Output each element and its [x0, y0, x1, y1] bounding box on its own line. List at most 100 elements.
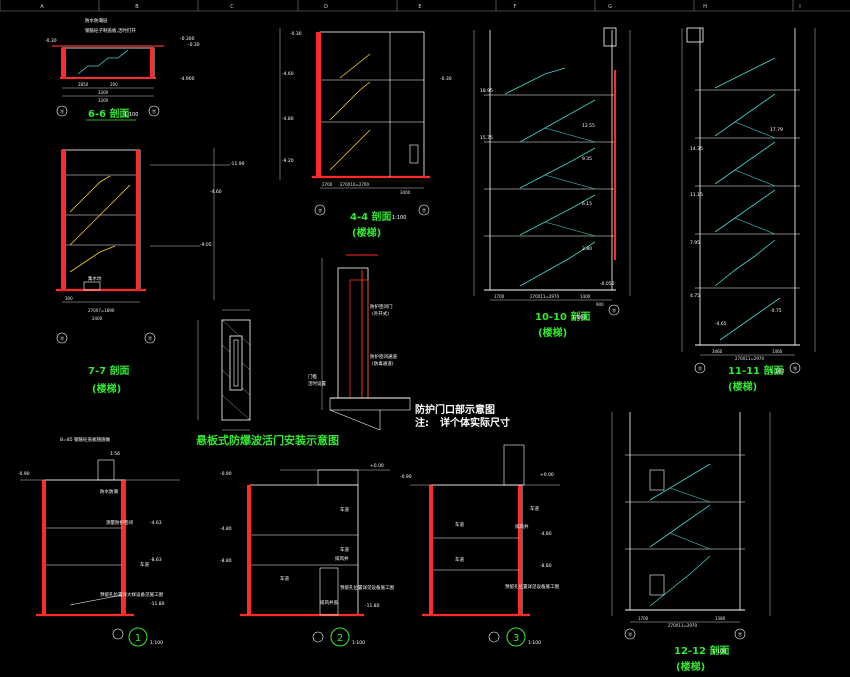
axis-bubble: ⑬: [698, 365, 703, 372]
dim: 1380: [715, 616, 726, 621]
detail-3: 车道 排风井 车道 车道 预留孔位置详见设备施工图 +0.00 -0.90 -4…: [400, 444, 560, 647]
d1-elev: -4.63: [150, 520, 162, 526]
d2-elev: +0.00: [370, 463, 384, 469]
elev: 4.75: [690, 293, 700, 299]
axis-bubble: ⑬: [628, 631, 633, 638]
section-title: 11-11 剖面: [728, 364, 783, 377]
gate-label: (外开式): [372, 310, 389, 317]
gate-label: 活时设置: [308, 380, 326, 387]
section-tag: (楼梯): [92, 382, 121, 395]
dim: 1460: [772, 349, 783, 354]
elev: 17.79: [770, 127, 783, 133]
d2-label: 预留孔位置详见设备施工图: [340, 584, 394, 591]
col-label: G: [608, 4, 612, 10]
dim: 1400: [580, 294, 591, 299]
d1-label: B=85 钢筋砼盖板随施做: [60, 436, 111, 443]
axis-bubble: ⑰: [152, 108, 157, 115]
dim: 2850: [78, 82, 89, 87]
axis-bubble: ⑮: [793, 365, 798, 372]
col-label: C: [230, 4, 234, 10]
d2-elev: -0.90: [220, 471, 232, 477]
d1-label: 预留孔位置详大样设备见施工图: [100, 591, 163, 598]
dim: 270X11=2970: [668, 623, 697, 628]
axis-bubble: ⑬: [60, 335, 65, 342]
d1-elev: -8.63: [150, 557, 162, 563]
elev: -0.30: [440, 76, 452, 82]
d2-label: 排风井: [335, 555, 349, 562]
elev: -9.20: [282, 158, 294, 164]
section-4-4: -0.30 -4.60 -4.80 -0.30 -9.20 2700 270X1…: [279, 28, 452, 239]
col-label: A: [40, 4, 44, 10]
dim: 3300: [98, 90, 109, 95]
section-title: 10-10 剖面: [535, 310, 590, 323]
section-10-10: 18.95 15.75 12.55 9.35 6.15 2.80 -0.050 …: [473, 27, 631, 339]
d3-label: 排风井: [515, 523, 529, 530]
d3-label: 车道: [455, 556, 464, 563]
axis-bubble: ⑬: [60, 108, 65, 115]
dim: 270X7=1890: [88, 308, 115, 313]
gate-note-body: 详个体实际尺寸: [440, 416, 510, 429]
section-tag: (楼梯): [352, 226, 381, 239]
dim: 1700: [638, 616, 649, 621]
detail-scale: 1:100: [352, 640, 365, 646]
d3-label: 车道: [455, 521, 464, 528]
section-tag: (楼梯): [538, 326, 567, 339]
d1-label: 防水防潮: [100, 488, 118, 495]
detail-caption: 悬板式防爆波活门安装示意图: [195, 433, 339, 447]
section-12-12: 1700 270X11=2970 1380 ⑬ ⑰ 12-12 剖面 1:100…: [611, 412, 771, 673]
elev: -4.900: [180, 76, 195, 82]
elev: -0.30: [290, 31, 302, 37]
d3-elev: +0.00: [540, 472, 554, 478]
elev: -0.30: [45, 38, 57, 44]
elev: -11.90: [230, 161, 245, 167]
section-scale: 1:100: [770, 369, 784, 375]
section-scale: 1:100: [712, 649, 726, 655]
axis-bubble: ⑰: [148, 335, 153, 342]
axis-bubble: ⑰: [738, 631, 743, 638]
section-scale: 1:100: [124, 112, 138, 118]
d1-elev: -0.90: [18, 471, 30, 477]
dim: 270X10=2700: [340, 182, 369, 187]
d1-label: 测量防护密闭: [106, 519, 133, 526]
d1-elev: 1.56: [110, 451, 120, 457]
gate-label: 防护密闭门: [370, 303, 393, 310]
col-label: D: [324, 4, 328, 10]
dim: 270X11=2970: [735, 356, 764, 361]
section-scale: 1:100: [392, 215, 406, 221]
detail-2: 车道 车道 排风井 车道 排风井盖 预留孔位置详见设备施工图 +0.00 -0.…: [220, 463, 394, 647]
d1-elev: -11.80: [150, 601, 165, 607]
elev: -0.75: [770, 308, 782, 314]
col-label: I: [799, 4, 800, 10]
detail-1: B=85 钢筋砼盖板随施做 防水防潮 测量防护密闭 车道 预留孔位置详大样设备见…: [18, 436, 180, 647]
blast-valve-detail: 悬板式防爆波活门安装示意图: [195, 309, 339, 447]
detail-scale: 1:100: [150, 640, 163, 646]
section-tag: (楼梯): [676, 660, 705, 673]
top-grid-ruler: A B C D E F G H I: [0, 0, 850, 12]
d2-label: 车道: [340, 546, 349, 553]
note-cover: 钢筋砼子制盖板,活时打开: [85, 27, 136, 34]
elev: 12.55: [582, 123, 595, 129]
d1-label: 车道: [140, 561, 149, 568]
detail-scale: 1:100: [528, 640, 541, 646]
protective-gate-detail: 防护密闭门 (外开式) 防护密闭通道 (防毒通道) 门槛 活时设置 防护门口部示…: [308, 254, 510, 431]
dim: 900: [596, 302, 604, 307]
section-title: 4-4 剖面: [350, 210, 392, 223]
detail-number: 2: [337, 633, 343, 644]
elev: -4.80: [282, 116, 294, 122]
elev: 18.95: [480, 88, 493, 94]
detail-number: 1: [135, 633, 141, 644]
dim: 200: [110, 82, 118, 87]
elev: 11.15: [690, 192, 703, 198]
elev: -0.300: [180, 36, 195, 42]
d2-label: 排风井盖: [320, 599, 338, 606]
gate-note-title: 防护门口部示意图: [415, 403, 495, 416]
section-scale: 1:100: [572, 315, 586, 321]
gate-label: 防护密闭通道: [370, 353, 397, 360]
elev: -0.050: [600, 281, 615, 287]
d3-elev: -8.80: [540, 563, 552, 569]
d2-label: 车道: [280, 575, 289, 582]
elev: -4.60: [210, 189, 222, 195]
section-6-6: 防水防潮层 钢筋砼子制盖板,活时打开 -0.30 -0.30 -0.300 -4…: [45, 17, 200, 121]
axis-bubble: ⑬: [612, 307, 617, 314]
